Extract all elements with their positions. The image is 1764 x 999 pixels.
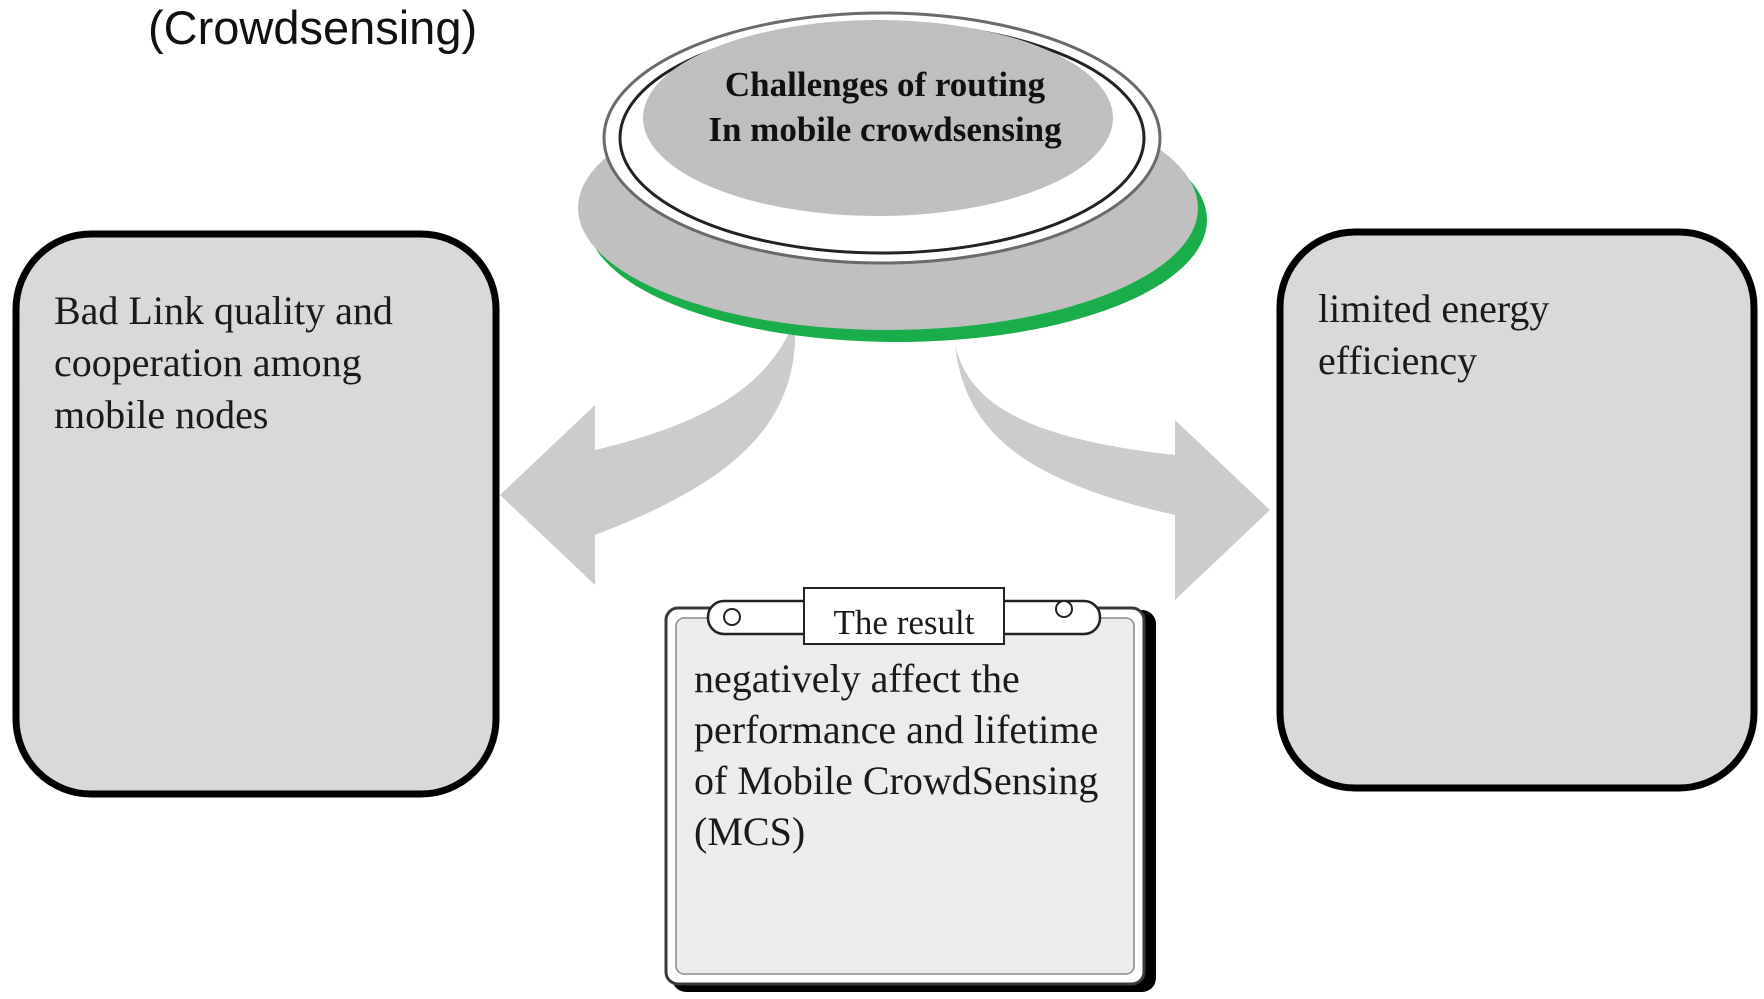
- right-challenge-box: [1276, 228, 1758, 792]
- right-box-text: limited energy efficiency: [1318, 283, 1718, 387]
- diagram-heading: (Crowdsensing): [148, 1, 478, 54]
- result-tab-label: The result: [833, 603, 975, 642]
- clip-hole-left: [723, 608, 741, 626]
- result-line-4: (MCS): [694, 809, 806, 854]
- hub-title-line-1: Challenges of routing: [724, 65, 1046, 104]
- result-line-1: negatively affect the: [694, 656, 1020, 701]
- left-box-line-2: cooperation among: [54, 340, 362, 385]
- left-box-line-1: Bad Link quality and: [54, 288, 393, 333]
- left-box-line-3: mobile nodes: [54, 392, 269, 437]
- hub-title: Challenges of routing In mobile crowdsen…: [650, 62, 1120, 152]
- hub-title-line-2: In mobile crowdsensing: [708, 110, 1062, 149]
- result-line-2: performance and lifetime: [694, 707, 1099, 752]
- left-arrow: [500, 320, 796, 585]
- left-box-text: Bad Link quality and cooperation among m…: [54, 285, 474, 441]
- right-box-line-2: efficiency: [1318, 338, 1478, 383]
- central-hub: [578, 11, 1207, 342]
- result-clipboard: [664, 587, 1156, 992]
- result-line-3: of Mobile CrowdSensing: [694, 758, 1099, 803]
- left-challenge-box: [12, 230, 500, 798]
- right-box-line-1: limited energy: [1318, 286, 1550, 331]
- right-arrow: [955, 345, 1270, 600]
- result-text: negatively affect the performance and li…: [694, 653, 1134, 857]
- clip-hole-right: [1055, 600, 1073, 618]
